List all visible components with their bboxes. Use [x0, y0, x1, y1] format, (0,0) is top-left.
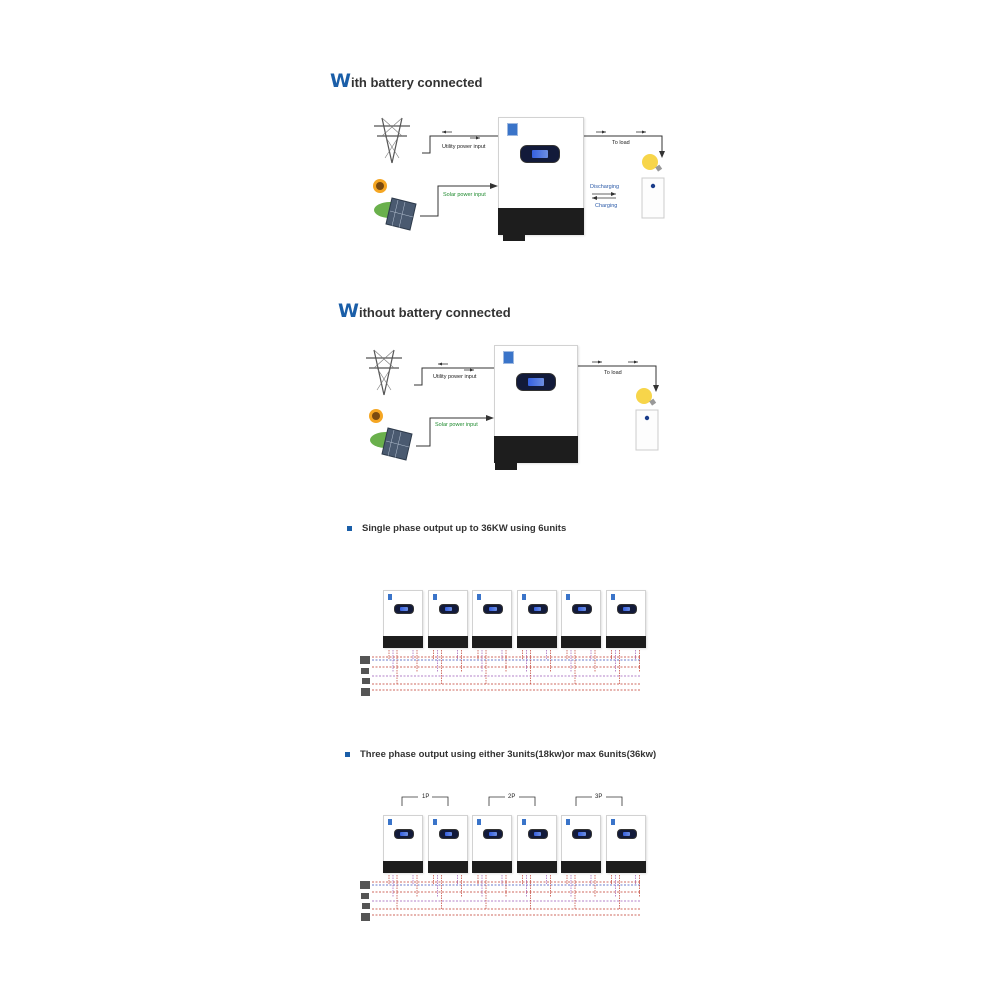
- solar-logo-icon: [503, 351, 514, 364]
- three-phase-parallel-diagram: [360, 815, 650, 927]
- inverter-foot: [495, 462, 517, 470]
- inverter-foot: [503, 234, 525, 241]
- solar-logo-icon: [477, 819, 481, 825]
- display-screen: [520, 145, 560, 163]
- solar-logo-icon: [507, 123, 518, 136]
- solar-logo-icon: [521, 594, 526, 600]
- inverter-unit: [383, 590, 423, 648]
- parallel-wiring: [360, 650, 640, 696]
- solar-panel-icon: [373, 179, 417, 231]
- inverter-unit: [516, 590, 557, 648]
- solar-logo-icon: [566, 819, 570, 825]
- inverter-unit: [494, 345, 578, 470]
- charging-label: Charging: [595, 203, 618, 209]
- inverter-unit: [472, 590, 512, 648]
- inverter-unit: [427, 815, 468, 873]
- inverter-base: [516, 636, 557, 648]
- to-load-label: To load: [604, 370, 622, 376]
- inverter-base: [494, 436, 578, 463]
- display-screen: [394, 829, 414, 839]
- solar-logo-icon: [566, 594, 570, 600]
- display-screen: [483, 829, 503, 839]
- inverter-base: [427, 861, 468, 873]
- light-bulb-icon: [642, 154, 663, 172]
- inverter-base: [383, 861, 423, 873]
- inverter-unit: [472, 815, 512, 873]
- utility-input-label: Utility power input: [433, 374, 477, 380]
- section-heading-without-battery: Without battery connected: [338, 300, 511, 322]
- breaker-panel-icon: [360, 881, 370, 921]
- single-phase-heading: Single phase output up to 36KW using 6un…: [347, 523, 566, 534]
- breaker-panel-icon: [360, 656, 370, 696]
- heading-initial: W: [338, 300, 359, 322]
- utility-input-label: Utility power input: [442, 144, 486, 150]
- display-screen: [527, 604, 548, 614]
- inverter-base: [516, 861, 557, 873]
- single-phase-text: Single phase output up to 36KW using 6un…: [362, 523, 567, 534]
- light-bulb-icon: [636, 388, 657, 406]
- section-heading-with-battery: With battery connected: [330, 70, 482, 92]
- phase-brackets: [401, 796, 623, 806]
- utility-pylon-icon: [374, 117, 410, 164]
- heading-initial: W: [330, 70, 351, 92]
- phase-label-1p: 1P: [422, 794, 430, 800]
- display-screen: [572, 829, 592, 839]
- display-screen: [616, 829, 637, 839]
- battery-icon: [635, 409, 659, 451]
- solar-logo-icon: [388, 594, 392, 600]
- solar-input-label: Solar power input: [443, 192, 486, 198]
- display-screen: [616, 604, 637, 614]
- battery-icon: [641, 177, 665, 219]
- single-phase-parallel-diagram: [360, 590, 650, 702]
- phase-label-2p: 2P: [508, 794, 516, 800]
- display-screen: [483, 604, 503, 614]
- to-load-label: To load: [612, 140, 630, 146]
- inverter-unit: [561, 815, 601, 873]
- parallel-wiring: [360, 875, 640, 921]
- diagram-without-battery: [366, 349, 659, 461]
- display-screen: [516, 373, 556, 391]
- solar-logo-icon: [610, 594, 615, 600]
- inverter-base: [605, 636, 646, 648]
- inverter-base: [383, 636, 423, 648]
- bullet-square-icon: [345, 751, 350, 757]
- display-screen: [572, 604, 592, 614]
- solar-input-label: Solar power input: [435, 422, 478, 428]
- inverter-base: [605, 861, 646, 873]
- display-screen: [438, 829, 459, 839]
- display-screen: [527, 829, 548, 839]
- three-phase-text: Three phase output using either 3units(1…: [360, 749, 657, 760]
- heading-text: ith battery connected: [350, 75, 483, 90]
- inverter-base: [561, 636, 601, 648]
- bullet-square-icon: [347, 525, 352, 531]
- inverter-unit: [383, 815, 423, 873]
- inverter-unit: [605, 815, 646, 873]
- solar-logo-icon: [521, 819, 526, 825]
- phase-label-3p: 3P: [595, 794, 603, 800]
- inverter-unit: [605, 590, 646, 648]
- heading-text: ithout battery connected: [358, 305, 511, 320]
- three-phase-heading: Three phase output using either 3units(1…: [345, 749, 656, 760]
- solar-logo-icon: [610, 819, 615, 825]
- inverter-unit: [516, 815, 557, 873]
- solar-logo-icon: [388, 819, 392, 825]
- inverter-unit: [427, 590, 468, 648]
- display-screen: [394, 604, 414, 614]
- inverter-base: [472, 861, 512, 873]
- solar-panel-icon: [369, 409, 413, 461]
- inverter-base: [472, 636, 512, 648]
- inverter-unit: [561, 590, 601, 648]
- solar-logo-icon: [477, 594, 481, 600]
- utility-pylon-icon: [366, 349, 402, 396]
- inverter-base: [561, 861, 601, 873]
- discharging-label: Discharging: [590, 184, 620, 190]
- display-screen: [438, 604, 459, 614]
- diagram-with-battery: [373, 117, 665, 231]
- solar-logo-icon: [432, 819, 437, 825]
- solar-logo-icon: [432, 594, 437, 600]
- inverter-unit: [498, 117, 584, 241]
- inverter-base: [427, 636, 468, 648]
- inverter-base: [498, 208, 584, 235]
